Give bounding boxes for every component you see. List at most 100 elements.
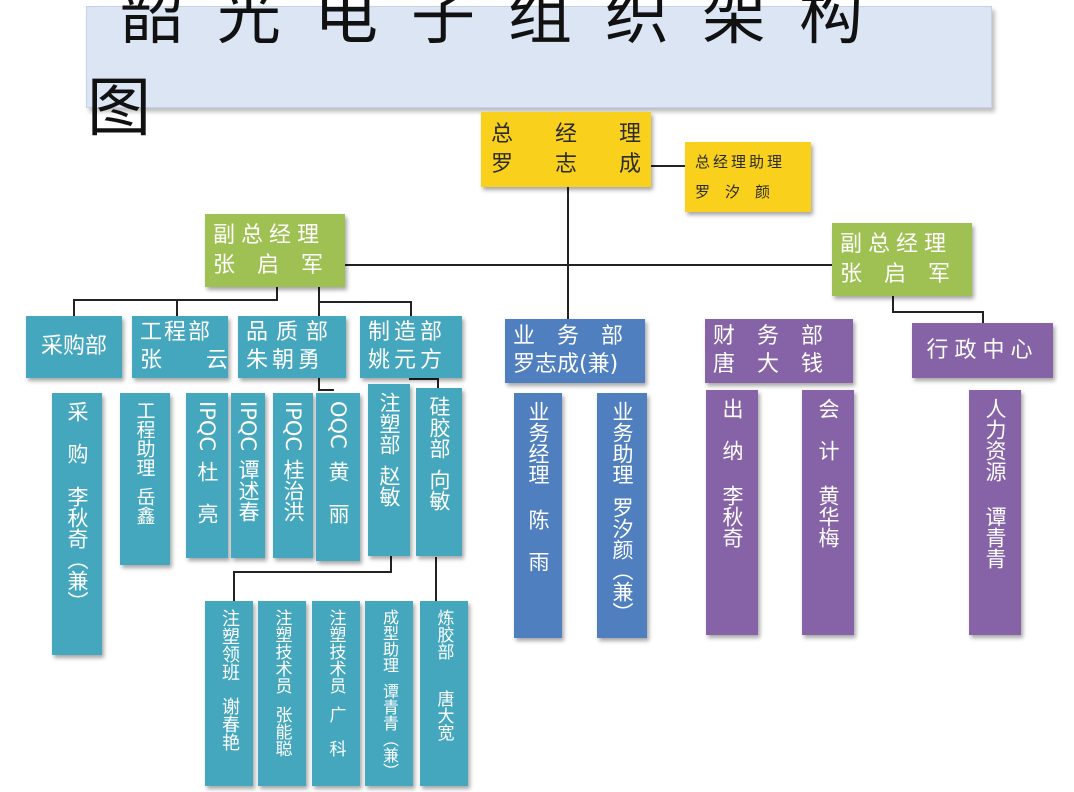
accountant-role: 会 计 [816,398,840,461]
connector-mfg-sub [409,378,439,380]
purchaser-box: 采 购 李秋奇（兼） [52,393,102,655]
connector-engineering [176,299,178,316]
accountant-name: 黄华梅 [816,485,840,548]
ipqc-2-name: 谭述春 [236,459,260,523]
engineering-assistant-box: 工程助理 岳鑫 [120,393,170,565]
connector-vp-horizontal [345,264,832,266]
connector-admin [982,311,984,323]
silicone-dept-head: 向敏 [427,469,451,511]
connector-quality-oqc [318,378,320,390]
injection-tech-2-role: 注塑技术员 [325,609,346,694]
injection-tech-2-box: 注塑技术员 广 科 [312,601,360,786]
ipqc-1-box: IPQC 杜 亮 [186,393,228,558]
vp-left-name: 张 启 军 [213,252,324,278]
engineering-dept-head: 张 云 [140,348,229,373]
connector-gm-down [567,187,569,319]
vice-president-left-box: 副总经理 张 启 军 [205,214,345,287]
rubber-mixing-role: 炼胶部 [433,609,454,660]
injection-leader-role: 注塑领班 [219,609,240,681]
connector-injection-down [390,556,392,572]
business-assistant-name: 罗汐颜（兼） [610,497,634,623]
ipqc-3-role: IPQC [281,401,305,452]
oqc-box: OQC 黄 丽 [316,393,360,561]
admin-center-label: 行政中心 [926,337,1039,363]
ipqc-3-box: IPQC 桂治洪 [273,393,313,558]
business-manager-box: 业务经理 陈 雨 [514,393,562,638]
business-dept-box: 业 务 部 罗志成(兼) [505,319,645,383]
business-manager-name: 陈 雨 [526,509,550,572]
vp-left-role: 副总经理 [213,222,326,248]
purchasing-dept-label: 采购部 [40,334,107,359]
manufacturing-dept-head: 姚元方 [368,348,447,373]
connector-silicone [437,378,439,388]
ipqc-1-role: IPQC [195,401,219,452]
manufacturing-dept-label: 制造部 [368,320,447,345]
engineering-dept-box: 工程部 张 云 [132,316,228,378]
vp-right-role: 副总经理 [840,231,953,257]
gm-assistant-box: 总经理助理 罗 汐 颜 [685,142,811,212]
injection-tech-1-box: 注塑技术员 张能聪 [258,601,306,786]
oqc-name: 黄 丽 [326,460,350,524]
connector-quality-oqc-h [318,389,334,391]
finance-dept-box: 财 务 部 唐 大 钱 [705,319,853,383]
quality-dept-label: 品质部 [246,320,337,345]
injection-tech-2-name: 广 科 [325,706,346,757]
rubber-mixing-box: 炼胶部 唐大宽 [420,601,468,786]
connector-mfg [410,301,412,316]
accountant-box: 会 计 黄华梅 [802,390,854,635]
injection-dept-box: 注塑部 赵敏 [368,384,410,556]
connector-mfg-branch [318,301,412,303]
cashier-box: 出 纳 李秋奇 [706,390,758,635]
gm-assistant-role: 总经理助理 [695,153,786,171]
admin-center-box: 行政中心 [912,323,1053,378]
finance-dept-head: 唐 大 钱 [713,352,824,377]
finance-dept-label: 财 务 部 [713,324,824,349]
business-dept-label: 业 务 部 [513,324,624,349]
oqc-role: OQC [326,401,350,449]
ipqc-2-role: IPQC [236,401,260,452]
chart-title: 韶光电子组织架构图 [86,0,992,146]
hr-name: 谭青青 [983,506,1007,569]
connector-left-branch [73,299,278,301]
business-manager-role: 业务经理 [526,401,550,485]
connector-quality [318,302,320,316]
molding-assistant-role: 成型助理 [380,609,399,673]
connector-injection-branch [233,571,392,573]
purchasing-dept-box: 采购部 [26,316,122,378]
molding-assistant-box: 成型助理 谭青青（兼） [365,601,413,786]
connector-right-vp-down [892,296,894,312]
purchaser-name: 李秋奇（兼） [65,486,89,612]
engineering-assistant-role: 工程助理 [133,401,156,477]
business-assistant-box: 业务助理 罗汐颜（兼） [597,393,647,638]
gm-assistant-name: 罗 汐 颜 [695,183,771,201]
injection-tech-1-name: 张能聪 [271,706,292,757]
connector-admin-branch [892,311,984,313]
connector-purchasing [73,299,75,316]
ipqc-2-box: IPQC 谭述春 [231,393,265,558]
general-manager-box: 总 经 理 罗 志 成 [481,112,651,187]
cashier-role: 出 纳 [720,398,744,461]
manufacturing-dept-box: 制造部 姚元方 [360,316,462,378]
connector-silicone-down [435,557,437,601]
connector-left-vp-down [276,287,278,300]
quality-dept-head: 朱朝勇 [246,348,325,373]
ipqc-3-name: 桂治洪 [281,459,305,523]
connector-gm-assistant [651,165,685,167]
silicone-dept-box: 硅胶部 向敏 [416,388,462,556]
molding-assistant-name: 谭青青（兼） [380,683,399,779]
business-assistant-role: 业务助理 [610,401,634,485]
engineering-assistant-name: 岳鑫 [133,487,156,525]
rubber-mixing-name: 唐大宽 [433,690,454,741]
ipqc-1-name: 杜 亮 [195,461,219,525]
injection-dept-role: 注塑部 [377,392,401,455]
injection-dept-head: 赵敏 [377,465,401,507]
injection-leader-box: 注塑领班 谢春艳 [205,601,253,786]
silicone-dept-role: 硅胶部 [427,396,451,459]
connector-inj-leader [233,571,235,601]
cashier-name: 李秋奇 [720,485,744,548]
connector-left-vp-right [318,287,320,302]
general-manager-role: 总 经 理 [491,121,641,147]
injection-leader-name: 谢春艳 [219,697,240,751]
business-dept-head: 罗志成(兼) [513,352,619,377]
purchaser-role: 采 购 [65,401,89,464]
